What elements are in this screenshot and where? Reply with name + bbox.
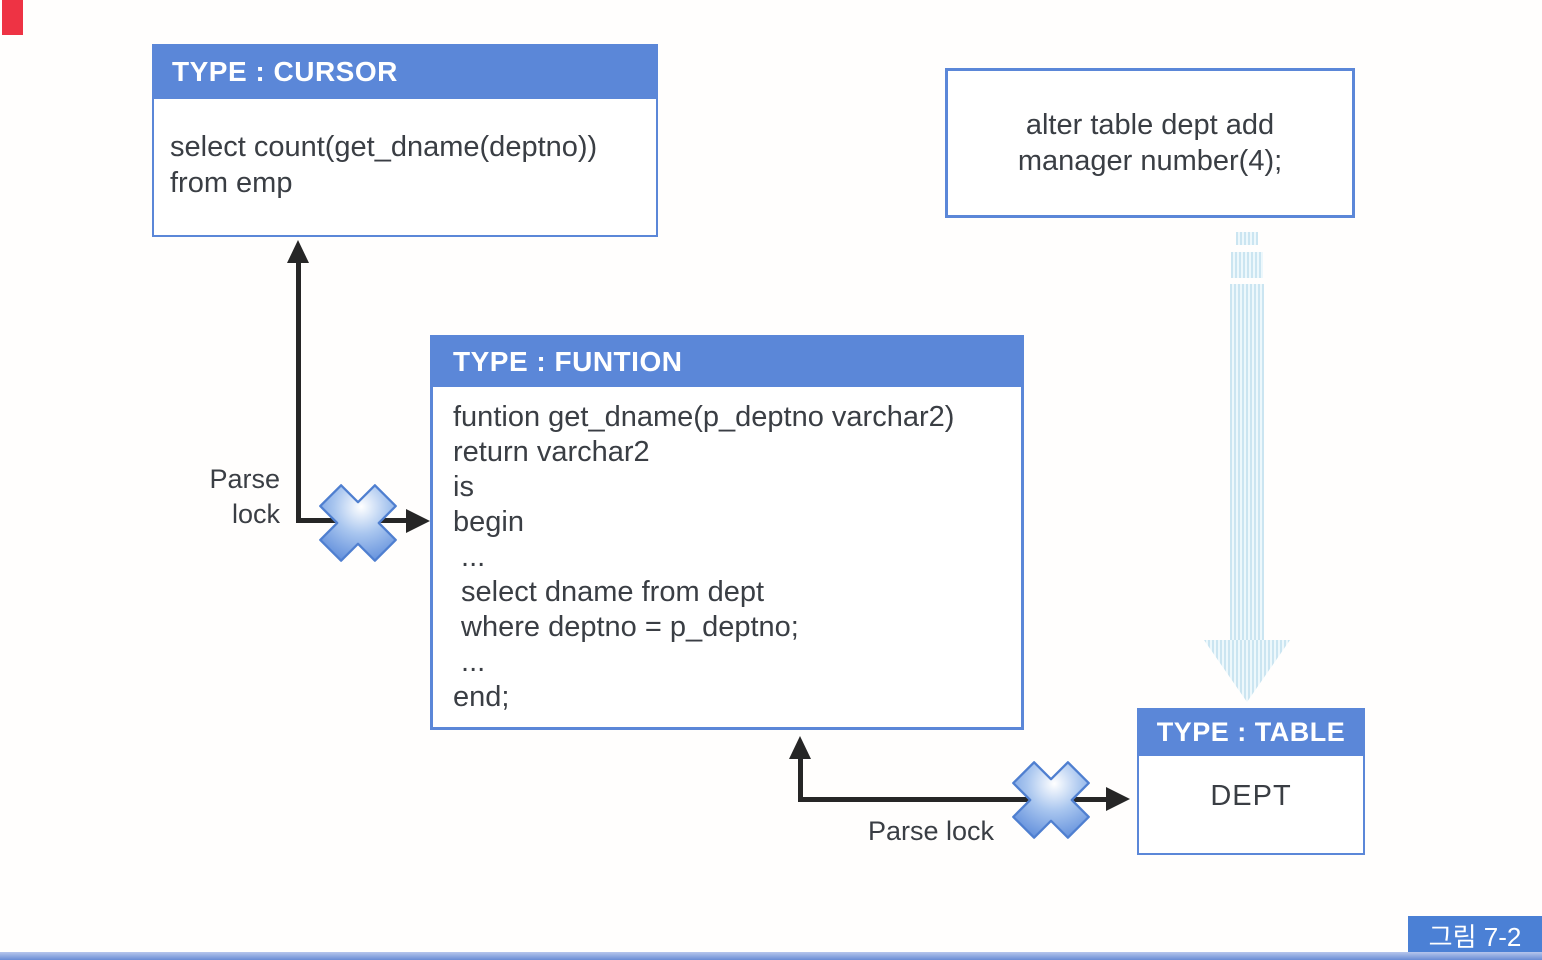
parse-lock-arrow-right-horizontal [798, 797, 1110, 802]
function-box-header: TYPE : FUNTION [433, 338, 1021, 387]
function-code-line: ... [453, 646, 486, 678]
blocked-x-icon [1012, 761, 1090, 839]
ddl-wait-arrowhead-icon [1204, 640, 1290, 702]
cursor-code-line: select count(get_dname(deptno)) [170, 131, 598, 163]
function-code-line: is [453, 471, 474, 503]
function-code-line: return varchar2 [453, 436, 650, 468]
function-code-line: begin [453, 506, 524, 538]
cursor-box-header: TYPE : CURSOR [154, 46, 656, 99]
function-code-line: funtion get_dname(p_deptno varchar2) [453, 401, 955, 433]
table-box: TYPE : TABLE DEPT [1137, 708, 1365, 855]
table-box-header: TYPE : TABLE [1139, 710, 1363, 756]
cursor-box: TYPE : CURSOR select count(get_dname(dep… [152, 44, 658, 237]
blocked-x-icon [319, 484, 397, 562]
alter-code-line: alter table dept add [1025, 109, 1275, 141]
parse-lock-label-right: Parse lock [868, 816, 995, 846]
alter-code-line: manager number(4); [1017, 145, 1283, 177]
ddl-wait-arrow-icon [1236, 232, 1258, 245]
alter-table-text: alter table dept add manager number(4); [1018, 107, 1282, 179]
page-bottom-rule [0, 952, 1542, 960]
parse-lock-label-left: Parse lock [209, 464, 280, 529]
ddl-wait-arrow-icon [1231, 252, 1263, 278]
function-code-line: select dname from dept [453, 576, 765, 608]
arrowhead-up-icon [789, 736, 811, 759]
function-box-body: funtion get_dname(p_deptno varchar2) ret… [433, 387, 1021, 715]
arrowhead-right-icon [1106, 787, 1130, 811]
arrowhead-up-icon [287, 240, 309, 263]
function-box: TYPE : FUNTION funtion get_dname(p_deptn… [430, 335, 1024, 730]
arrowhead-right-icon [406, 509, 430, 533]
table-box-body: DEPT [1210, 780, 1292, 812]
ddl-wait-arrow-icon [1230, 284, 1264, 642]
alter-table-box: alter table dept add manager number(4); [945, 68, 1355, 218]
function-code-line: ... [453, 541, 486, 573]
cursor-box-body: select count(get_dname(deptno)) from emp [154, 99, 656, 201]
function-code-line: where deptno = p_deptno; [453, 611, 799, 643]
parse-lock-arrow-right-vertical [798, 756, 803, 802]
parse-lock-arrow-left-vertical [296, 260, 301, 523]
function-code-line: end; [453, 681, 510, 713]
cursor-code-line: from emp [170, 167, 293, 199]
figure-caption-badge: 그림 7-2 [1408, 916, 1542, 954]
red-scan-mark [2, 0, 23, 35]
